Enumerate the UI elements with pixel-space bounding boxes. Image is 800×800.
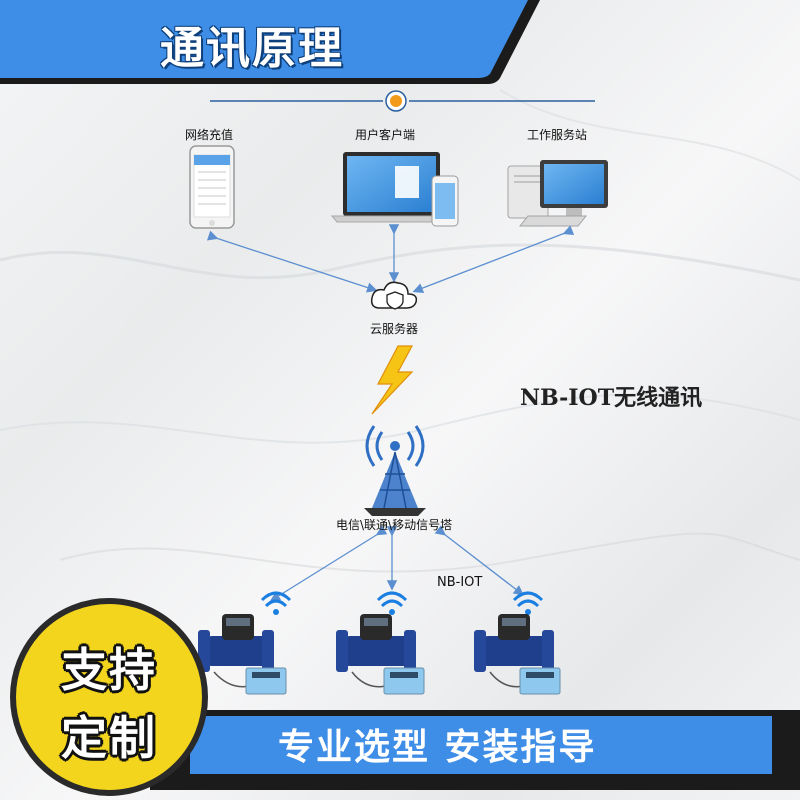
water-meter-icon <box>474 591 561 695</box>
arrow-workstation-cloud <box>412 225 575 294</box>
label-user-client: 用户客户端 <box>355 128 416 142</box>
laptop-client-icon <box>330 152 459 227</box>
page-title: 通讯原理 <box>160 23 344 74</box>
footer-banner <box>150 710 800 790</box>
label-cloud-server: 云服务器 <box>370 322 419 336</box>
cloud-server-icon <box>370 281 418 310</box>
desktop-workstation-icon <box>507 160 608 227</box>
nbiot-link-label: NB-IOT <box>437 575 483 590</box>
title-banner <box>0 0 540 84</box>
arrow-tower-meter-3 <box>434 525 525 596</box>
water-meter-icon <box>336 591 425 695</box>
footer-slogan: 专业选型 安装指导 <box>278 726 597 768</box>
label-workstation: 工作服务站 <box>527 128 588 142</box>
badge-line-2: 定制 <box>61 711 157 765</box>
smartphone-icon <box>189 145 235 229</box>
signal-tower-icon <box>364 425 426 516</box>
water-meter-icon <box>198 591 292 695</box>
badge-line-1: 支持 <box>61 643 157 697</box>
label-signal-tower: 电信\联通\移动信号塔 <box>336 518 453 532</box>
orange-dot-icon <box>390 95 402 107</box>
top-divider <box>210 90 595 112</box>
label-mobile-recharge: 网络充值 <box>185 128 234 142</box>
nbiot-wireless-label: NB-IOT无线通讯 <box>520 385 703 411</box>
arrow-tower-meter-1 <box>269 525 388 602</box>
arrow-mobile-cloud <box>206 230 378 293</box>
lightning-bolt-icon <box>371 345 414 415</box>
custom-support-badge: 支持 定制 <box>10 598 208 796</box>
